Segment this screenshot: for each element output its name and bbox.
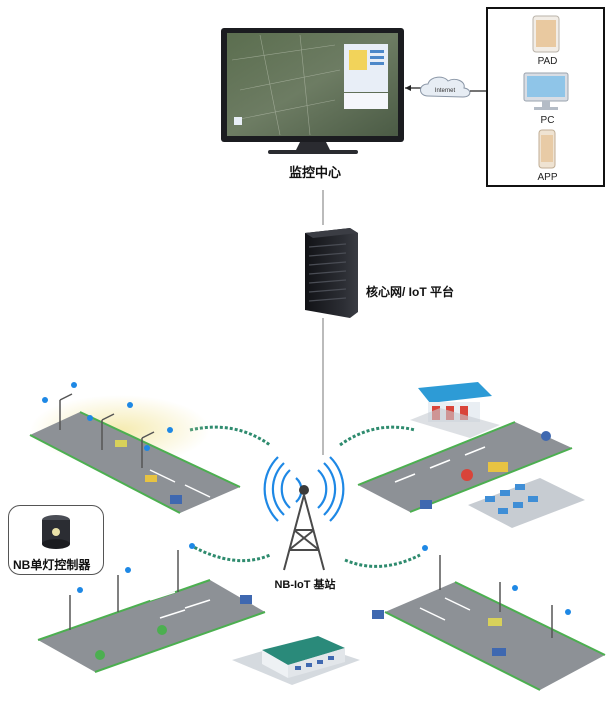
monitoring-center-label: 监控中心 — [289, 165, 341, 180]
road-bottom-left — [37, 579, 266, 673]
server-icon — [305, 228, 358, 318]
desktop-icon — [523, 72, 569, 110]
device-label-app: APP — [537, 172, 558, 183]
parking-icon — [461, 431, 585, 528]
base-station-label: NB-IoT 基站 — [274, 577, 335, 591]
gas-station-icon — [410, 382, 500, 438]
signal-waves — [189, 425, 421, 568]
nb-controller-card: NB单灯控制器 — [8, 505, 104, 575]
internet-label: Internet — [435, 88, 456, 94]
building-icon — [232, 636, 360, 685]
controller-device-icon — [42, 515, 70, 549]
streetlight-icon — [59, 393, 155, 468]
monitor-icon — [221, 28, 404, 154]
road-top-left — [29, 395, 241, 514]
tower-icon — [263, 456, 345, 571]
road-top-right — [357, 421, 573, 513]
nb-controller-label: NB单灯控制器 — [13, 558, 91, 572]
device-label-pc: PC — [540, 115, 555, 126]
road-bottom-right — [372, 581, 606, 691]
phone-icon — [538, 129, 556, 169]
device-label-pad: PAD — [537, 56, 558, 67]
core-network-label: 核心网/ IoT 平台 — [366, 284, 454, 299]
client-device-panel: PAD PC APP — [486, 7, 605, 187]
tablet-icon — [532, 15, 560, 53]
